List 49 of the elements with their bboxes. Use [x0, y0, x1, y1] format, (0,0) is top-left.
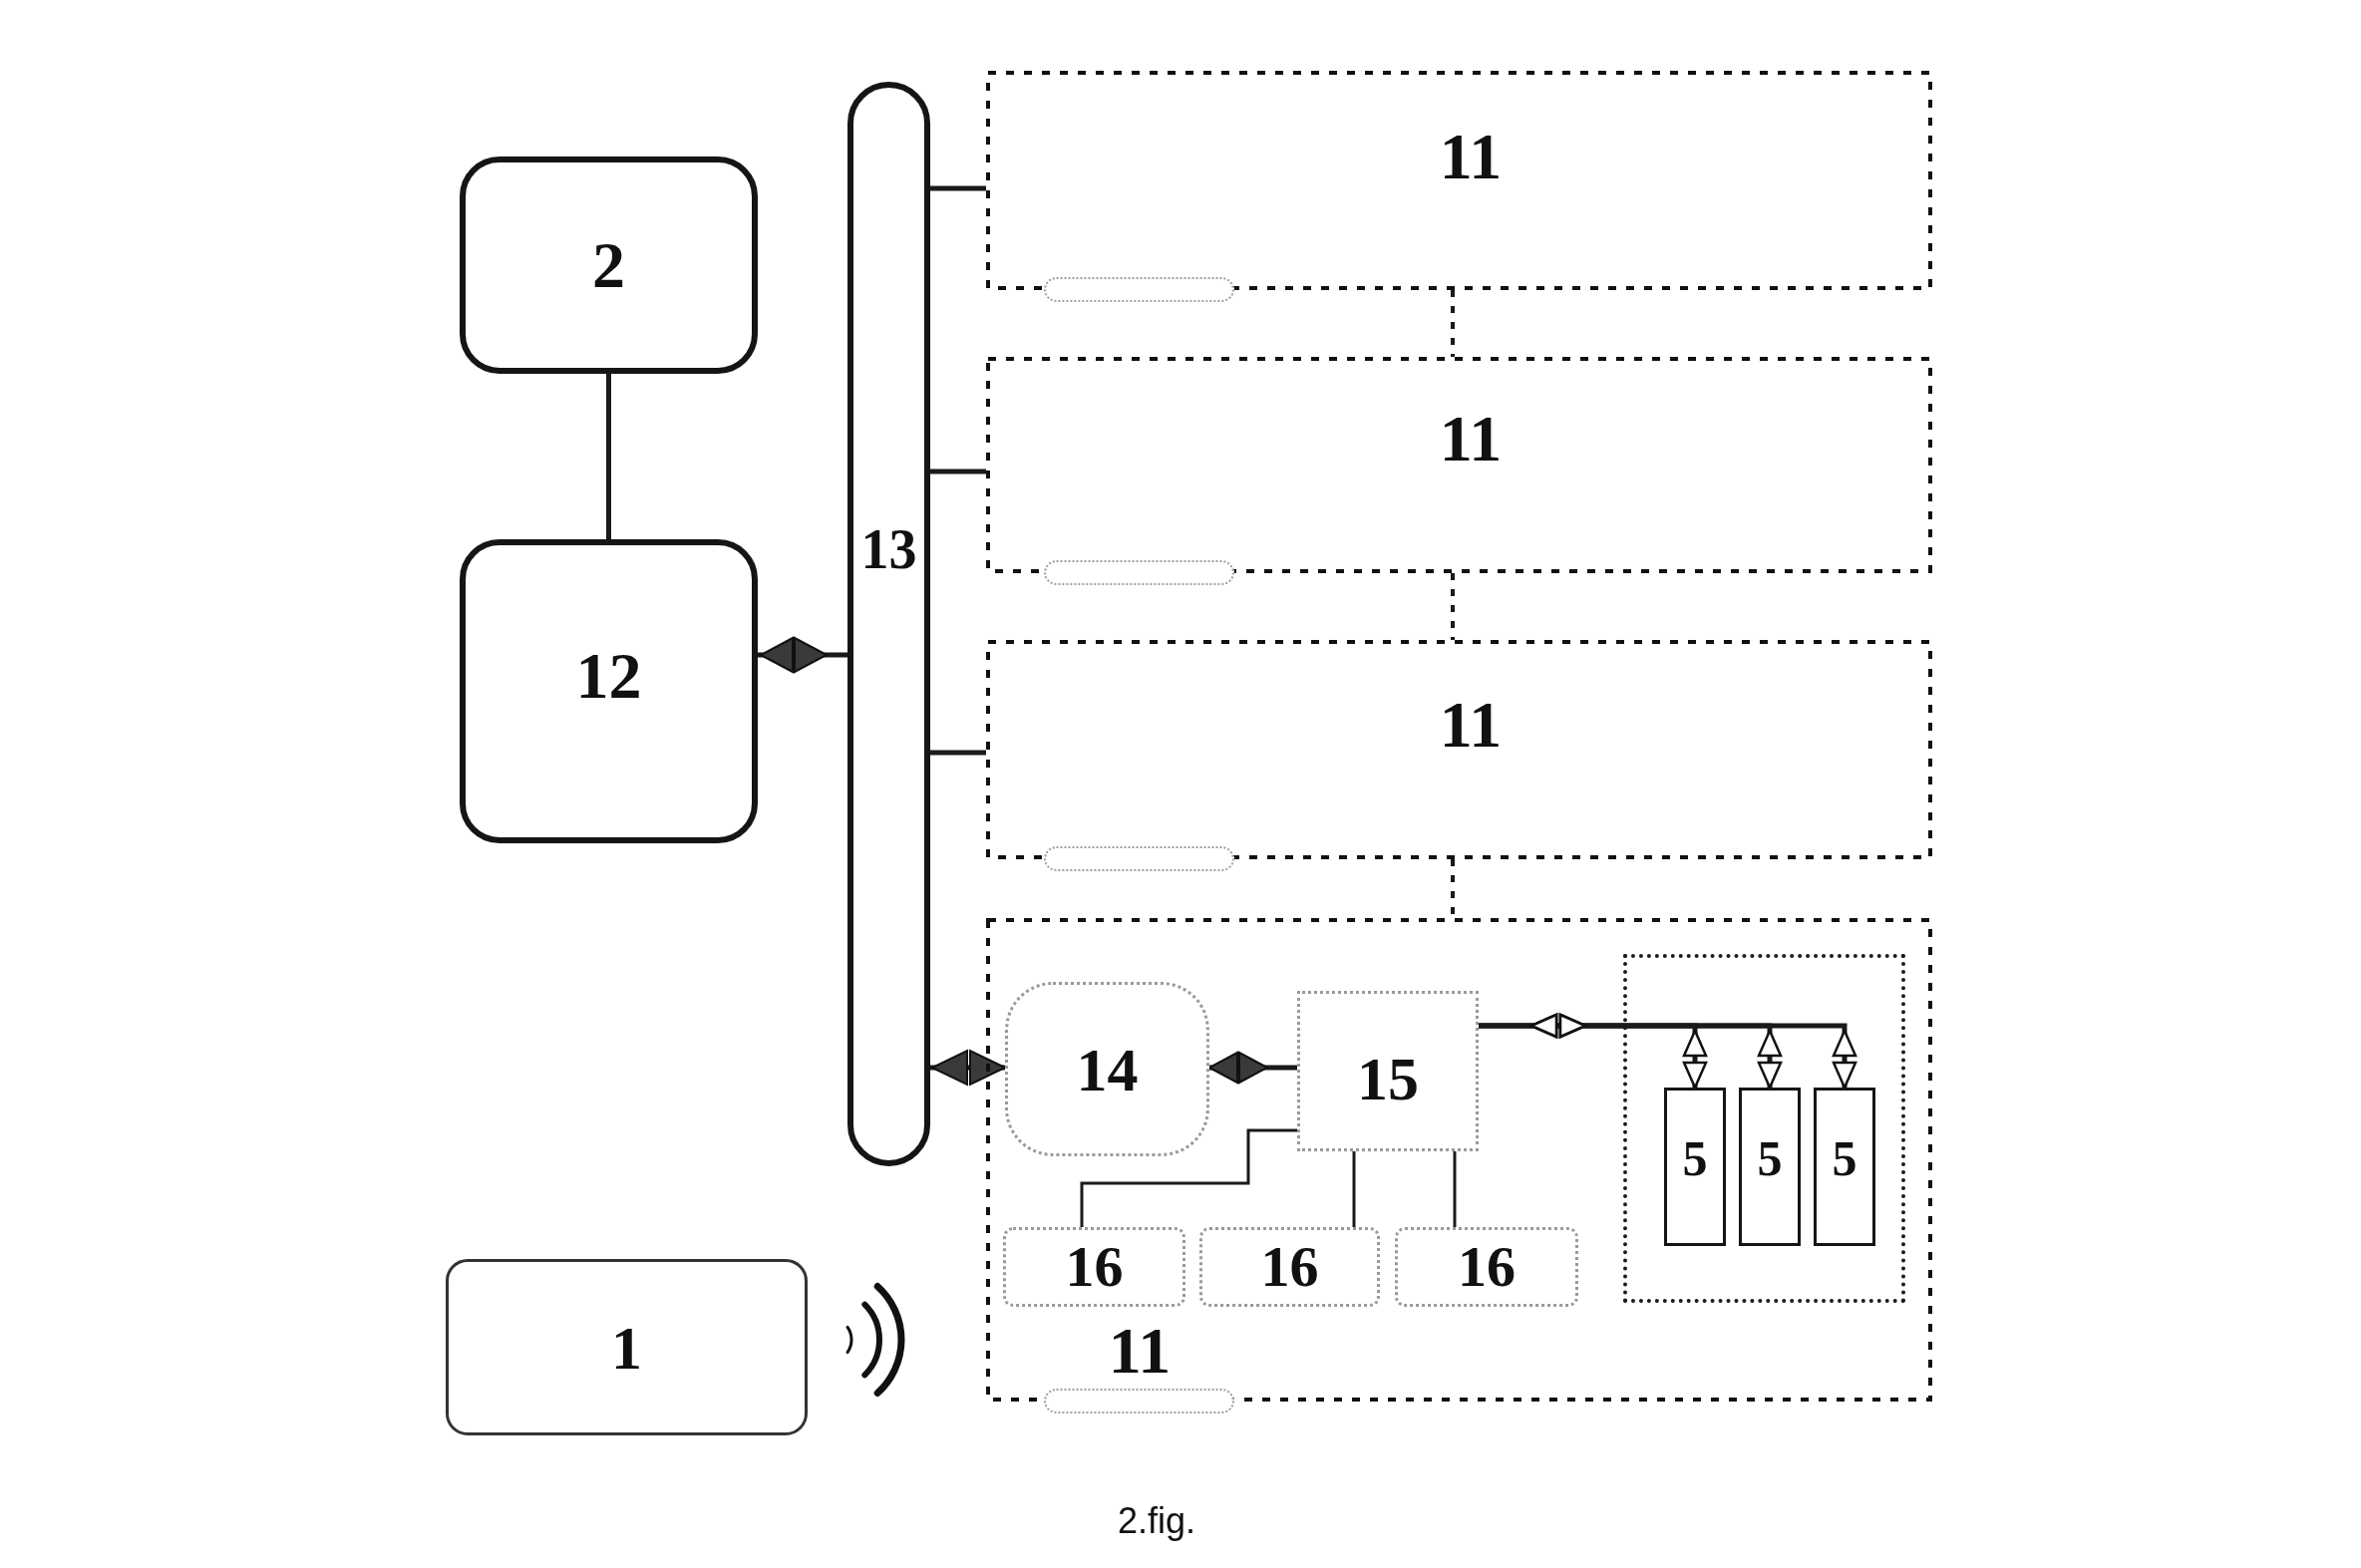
dashed-module-frame [986, 918, 1932, 1402]
connector-line [930, 469, 986, 474]
connector-line [930, 750, 986, 756]
reference-numeral: 16 [1065, 1238, 1124, 1296]
reference-numeral: 2 [592, 232, 625, 298]
dotted-group-frame [1623, 954, 1905, 1303]
reference-numeral: 15 [1357, 1048, 1419, 1109]
reference-numeral: 1 [611, 1316, 642, 1379]
component-block [1814, 1088, 1875, 1246]
reference-numeral: 5 [1682, 1133, 1708, 1183]
double-arrow [1479, 1013, 1857, 1090]
double-arrow [758, 637, 847, 673]
figure-caption: 2.fig. [1118, 1503, 1195, 1539]
reference-numeral: 11 [1439, 406, 1503, 471]
rounded-slot [1044, 277, 1234, 302]
reference-numeral: 11 [1439, 124, 1503, 189]
rounded-slot [1044, 1389, 1234, 1413]
connector-line [930, 185, 986, 191]
reference-numeral: 5 [1832, 1133, 1857, 1183]
dotted-component-block [1297, 991, 1479, 1151]
reference-numeral: 14 [1076, 1038, 1139, 1100]
connector-line [1453, 1151, 1457, 1227]
connector-line [606, 374, 611, 539]
component-block [460, 157, 758, 374]
dashed-connector [1451, 290, 1455, 357]
dashed-module-frame [986, 357, 1932, 573]
component-block [1664, 1088, 1726, 1246]
component-block [1739, 1088, 1801, 1246]
dotted-component-block [1199, 1227, 1380, 1307]
reference-numeral: 16 [1260, 1238, 1319, 1296]
reference-numeral: 12 [575, 643, 642, 709]
connector-line [1352, 1151, 1356, 1227]
dotted-component-block [1395, 1227, 1578, 1307]
connector-line [1080, 1128, 1297, 1227]
reference-numeral: 16 [1458, 1238, 1516, 1296]
dotted-component-block [1003, 1227, 1185, 1307]
dashed-module-frame [986, 640, 1932, 859]
component-block [460, 539, 758, 843]
component-block [446, 1259, 808, 1435]
dashed-connector [1451, 573, 1455, 640]
rounded-slot [1044, 846, 1234, 871]
reference-numeral: 11 [1108, 1318, 1172, 1384]
reference-numeral: 5 [1757, 1133, 1783, 1183]
double-arrow [1208, 1052, 1297, 1084]
reference-numeral: 13 [860, 521, 917, 577]
reference-numeral: 11 [1439, 692, 1503, 758]
rounded-slot [1044, 560, 1234, 585]
double-arrow [930, 1050, 1006, 1086]
dashed-module-frame [986, 71, 1932, 290]
